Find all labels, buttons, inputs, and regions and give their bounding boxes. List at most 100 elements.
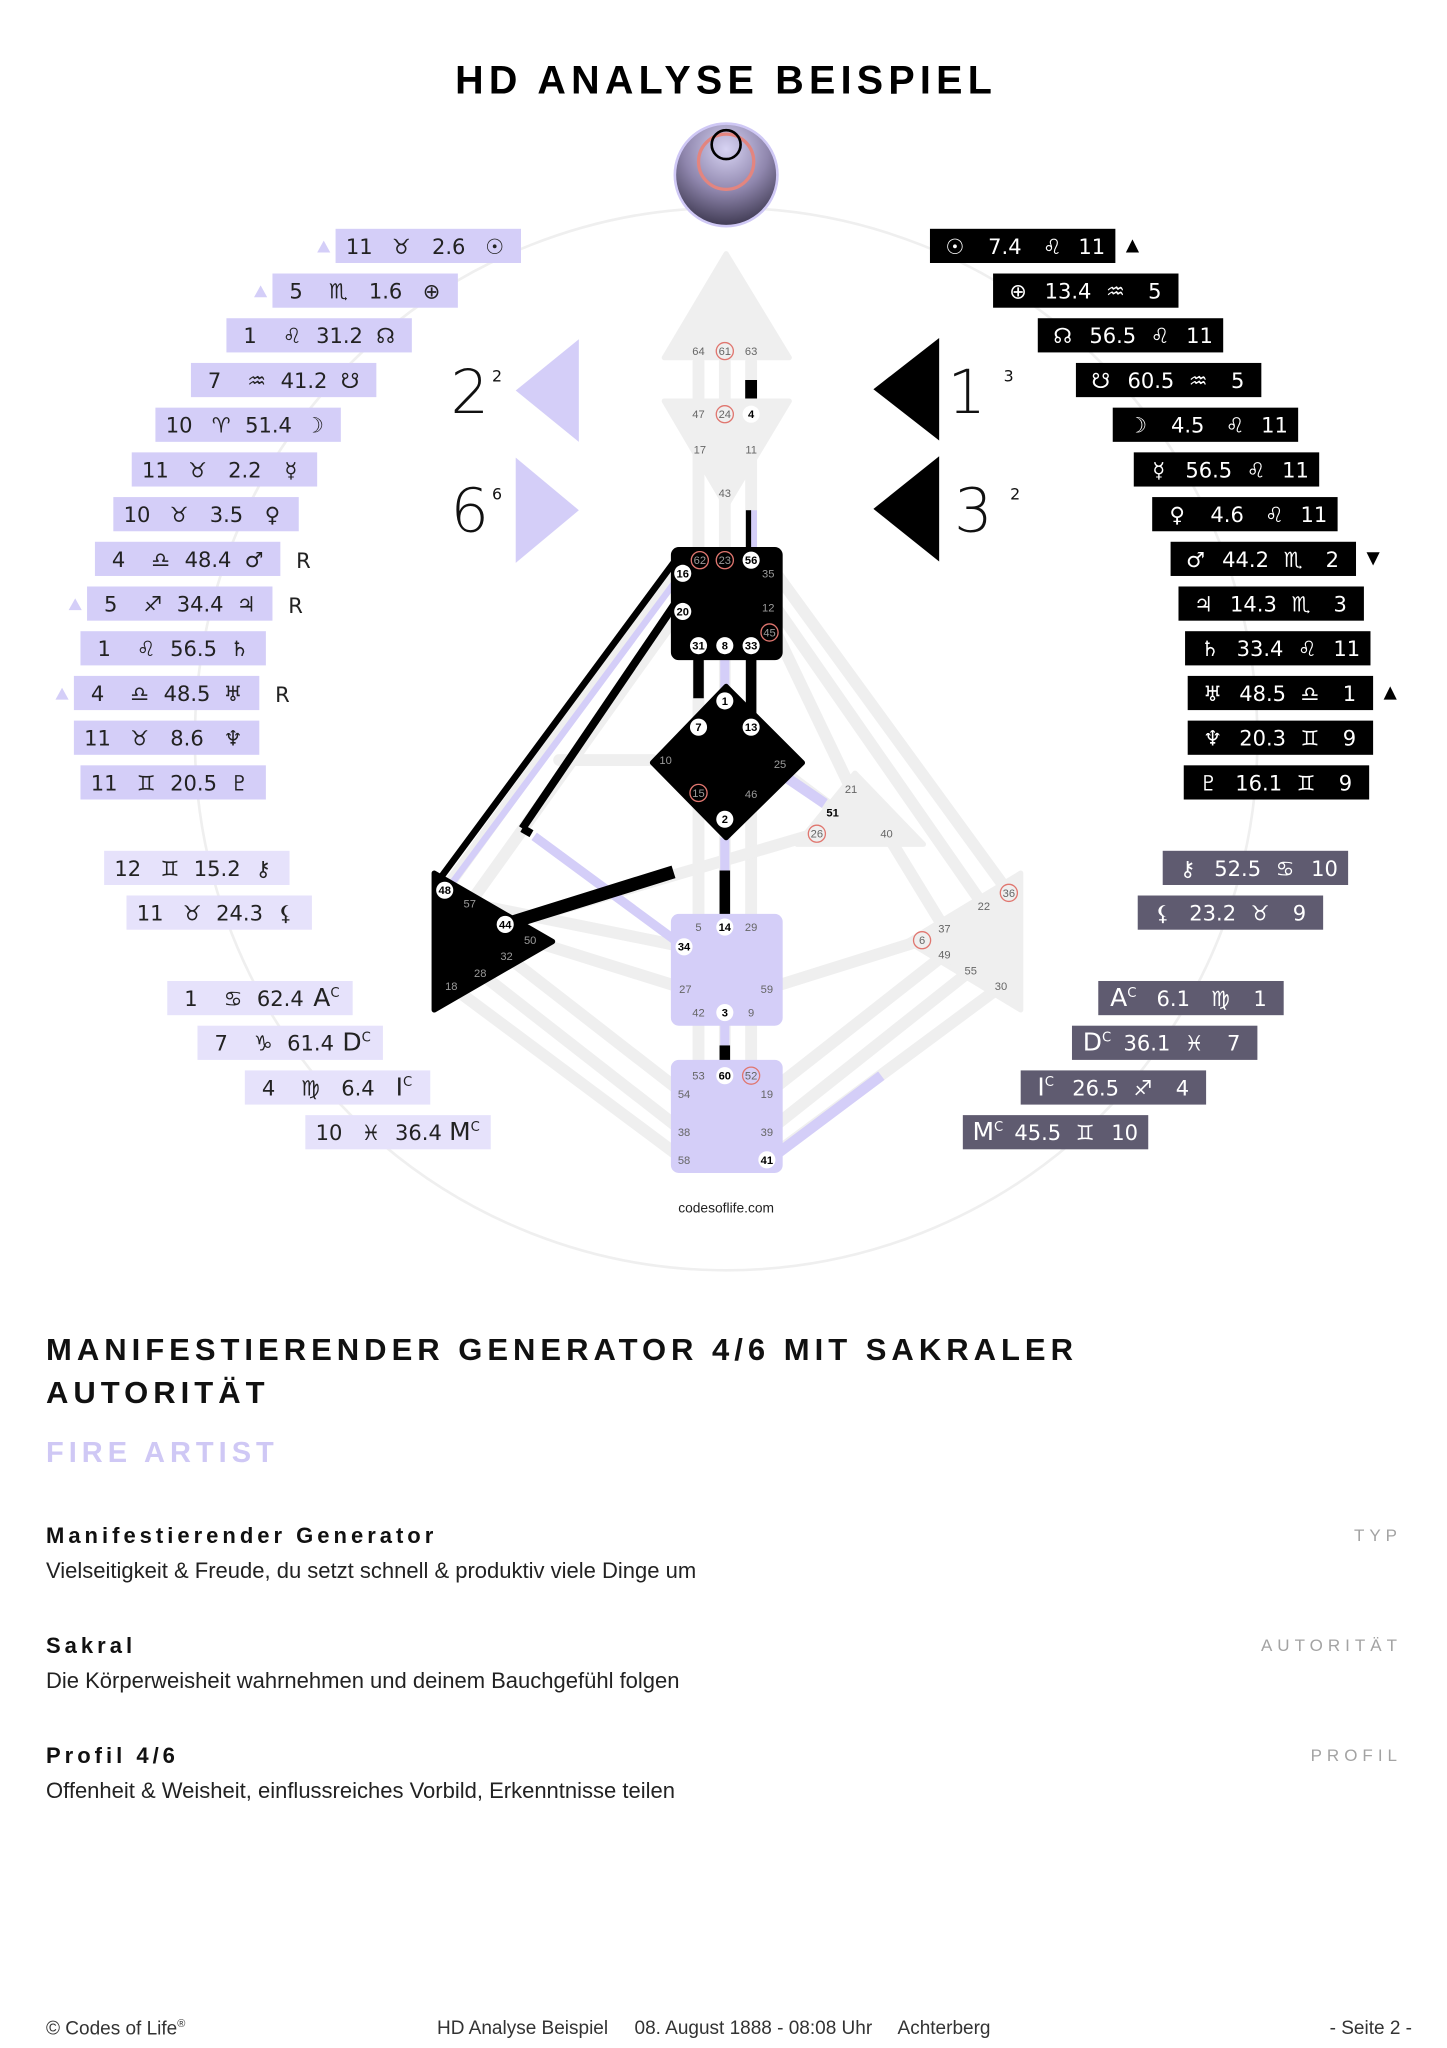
zodiac-sign-icon: ♏: [1283, 547, 1302, 572]
activation-triangle-up-icon: [1125, 239, 1140, 253]
degree-value: 16.1: [1235, 770, 1282, 795]
degree-value: 23.2: [1189, 901, 1236, 926]
zodiac-sign-icon: ♒: [1189, 368, 1208, 393]
zodiac-sign-icon: ♊: [137, 770, 156, 795]
zodiac-sign-icon: ♊: [160, 856, 179, 881]
degree-value: 56.5: [1185, 457, 1232, 482]
design-planet-row: 4♎48.4♂R: [94, 541, 311, 576]
gate-number: 50: [524, 935, 536, 947]
gate-marker-personality: [436, 881, 454, 899]
gate-number: 1: [184, 986, 197, 1011]
retrograde-indicator: R: [296, 548, 311, 573]
row-background: [272, 273, 458, 308]
row-background: [1152, 497, 1338, 532]
gate-number: 9: [1293, 901, 1306, 926]
gate-number: 1: [722, 696, 728, 708]
gate-3: 3: [716, 1004, 734, 1022]
gate-number: 11: [1078, 234, 1105, 259]
degree-value: 3.5: [210, 502, 243, 527]
footer-place: Achterberg: [897, 2018, 991, 2039]
design-planet-row: 10♈51.4☽: [155, 407, 341, 442]
row-background: [94, 541, 281, 576]
gate-number: 9: [748, 1007, 754, 1019]
active-channel: [520, 825, 534, 838]
top-sphere: [673, 122, 779, 228]
gate-4: 4: [742, 405, 760, 423]
gate-number: 2: [1326, 547, 1339, 572]
gate-24: 24: [715, 405, 735, 424]
design-planet-row: 11♊20.5♇: [80, 765, 266, 800]
planet-icon: DC: [1083, 1028, 1111, 1057]
gate-56: 56: [742, 551, 760, 569]
gate-marker-design: [715, 550, 735, 570]
row-background: [1183, 765, 1370, 800]
center-sacral: [670, 913, 783, 1026]
active-channel: [772, 1071, 885, 1159]
design-extra-row: 12♊15.2⚷: [104, 850, 290, 885]
row-background: [197, 1025, 383, 1060]
gate-8: 8: [716, 637, 734, 655]
gate-62: 62: [690, 550, 710, 570]
section-title: Manifestierender Generator: [46, 1523, 438, 1548]
center-head: [661, 251, 792, 361]
type-heading: MANIFESTIERENDER GENERATOR 4/6 MIT SAKRA…: [46, 1332, 1078, 1410]
zodiac-sign-icon: ♉: [130, 726, 149, 751]
active-channel: [435, 560, 677, 884]
row-background: [87, 586, 273, 621]
design-planet-row: 7♒41.2☋: [190, 362, 377, 398]
gate-number: 7: [1227, 1031, 1240, 1056]
gate-number: 53: [692, 1071, 704, 1083]
gate-58: 58: [678, 1155, 690, 1167]
gate-number: 11: [84, 726, 111, 751]
gate-number: 30: [995, 981, 1007, 993]
row-background: [1178, 586, 1364, 621]
gate-7: 7: [689, 718, 708, 736]
planet-icon: ♂: [1186, 547, 1205, 572]
gate-number: 10: [124, 502, 151, 527]
retrograde-indicator: R: [275, 682, 290, 707]
gate-34: 34: [675, 938, 693, 956]
section-description: Die Körperweisheit wahrnehmen und deinem…: [46, 1668, 680, 1693]
profile-line-superscript: 2: [492, 366, 502, 385]
gate-60: 60: [716, 1067, 734, 1085]
channel: [524, 934, 692, 995]
design-extra-row: 11♉24.3⚸: [126, 895, 312, 930]
row-background: [113, 497, 299, 532]
gate-marker-design: [715, 341, 735, 361]
channel: [880, 827, 951, 935]
gate-28: 28: [474, 968, 486, 980]
gate-46: 46: [745, 789, 757, 801]
registered-mark: ®: [177, 2018, 186, 2030]
gate-marker-personality: [758, 1151, 776, 1169]
zodiac-sign-icon: ♍: [1211, 986, 1230, 1011]
gate-number: 48: [439, 885, 451, 897]
active-channel: [519, 592, 685, 831]
degree-value: 4.5: [1171, 413, 1204, 438]
gate-9: 9: [748, 1007, 754, 1019]
planet-icon: ☊: [1053, 323, 1072, 348]
gate-marker-personality: [742, 551, 760, 569]
gate-number: 4: [112, 547, 125, 572]
zodiac-sign-icon: ♒: [1106, 279, 1125, 304]
row-background: [244, 1070, 431, 1105]
gate-number: 11: [1301, 502, 1328, 527]
zodiac-sign-icon: ♌: [283, 323, 302, 348]
gate-number: 41: [761, 1155, 773, 1167]
zodiac-sign-icon: ♐: [143, 591, 162, 616]
activation-triangle-up-icon: [254, 285, 268, 298]
row-background: [993, 273, 1179, 308]
personality-planet-row: ♂44.2♏2: [1170, 541, 1380, 576]
gate-number: 44: [499, 919, 512, 931]
degree-value: 36.4: [395, 1120, 442, 1145]
zodiac-sign-icon: ♎: [130, 681, 149, 706]
row-background: [1185, 631, 1371, 666]
gate-number: 7: [208, 368, 221, 393]
section-description: Vielseitigkeit & Freude, du setzt schnel…: [46, 1558, 697, 1583]
gate-number: 22: [978, 901, 990, 913]
row-background: [80, 765, 266, 800]
gate-number: 3: [722, 1007, 728, 1019]
zodiac-sign-icon: ♓: [362, 1120, 381, 1145]
planet-icon: MC: [449, 1117, 480, 1146]
